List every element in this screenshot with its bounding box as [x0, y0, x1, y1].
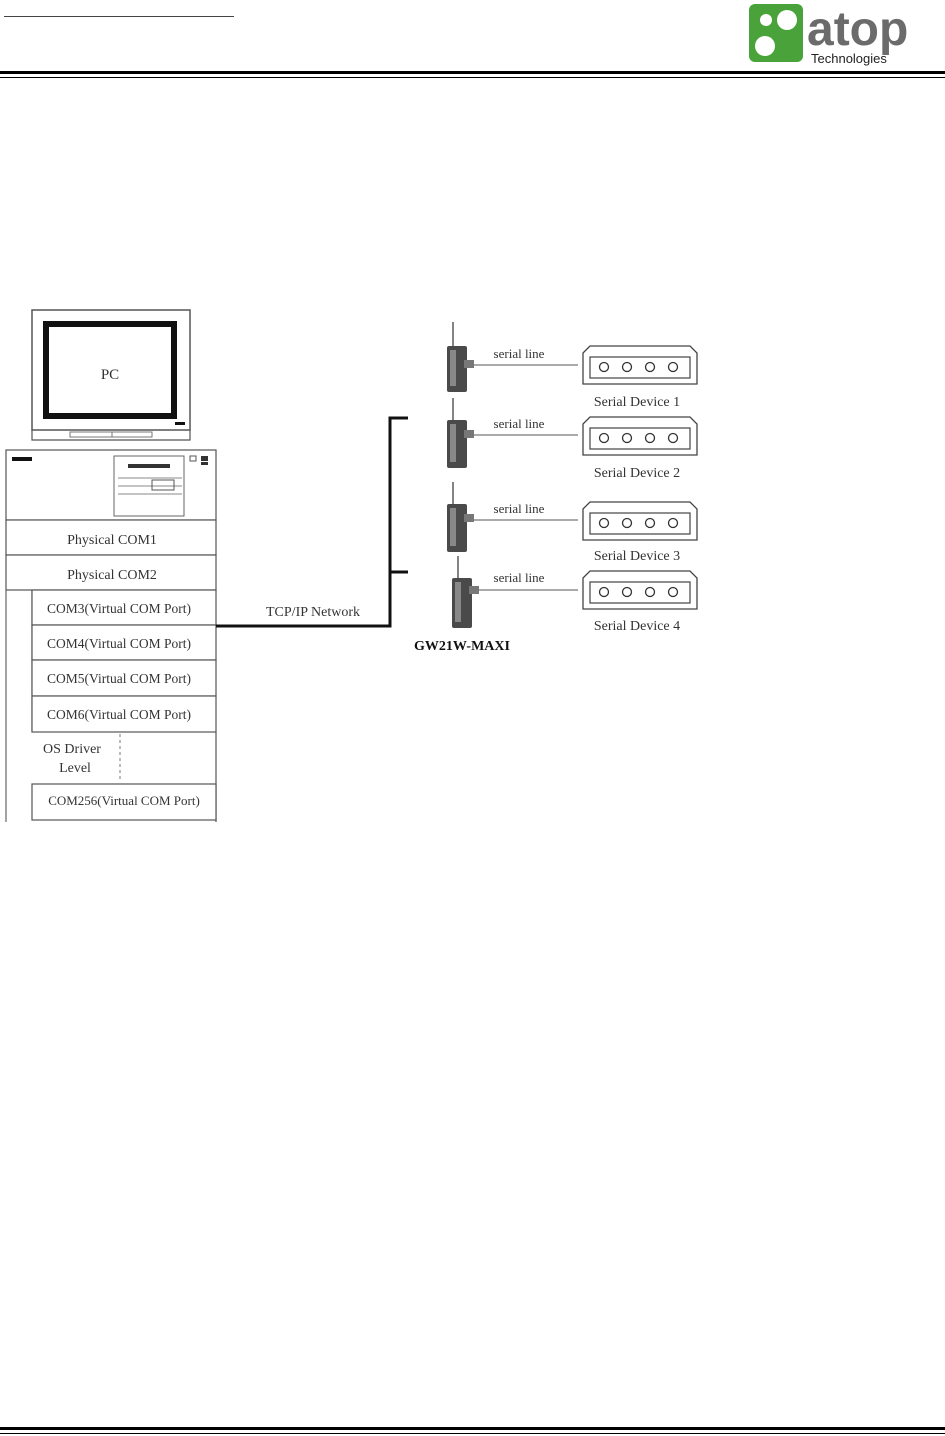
logo-brand-text: atop	[807, 3, 908, 56]
pc-screen-label: PC	[101, 367, 119, 383]
port-com4: COM4(Virtual COM Port)	[47, 636, 191, 651]
atop-logo-icon: atop Technologies	[749, 3, 908, 66]
serial-device-1-label: Serial Device 1	[594, 395, 680, 410]
virtual-com-rows: COM3(Virtual COM Port) COM4(Virtual COM …	[31, 589, 217, 733]
footer-rule-thin	[0, 1433, 945, 1434]
footer-rule-thick	[0, 1427, 945, 1430]
serial-device-4-label: Serial Device 4	[594, 619, 680, 634]
gateway-row-4: serial line Serial Device 4	[452, 556, 698, 634]
port-physical-com2: Physical COM2	[67, 568, 157, 583]
pc-monitor: PC	[31, 309, 191, 441]
port-com5: COM5(Virtual COM Port)	[47, 671, 191, 686]
atop-logo: atop Technologies	[745, 0, 945, 70]
header-short-rule	[4, 16, 234, 17]
network-diagram: PC Physical COM1 Physical COM2 COM3(Virt…	[5, 309, 698, 822]
serial-device-3-label: Serial Device 3	[594, 549, 680, 564]
gateway-row-2: serial line Serial Device 2	[447, 398, 698, 481]
gateway-model-label: GW21W-MAXI	[414, 639, 510, 654]
serial-device-2-label: Serial Device 2	[594, 466, 680, 481]
port-com6: COM6(Virtual COM Port)	[47, 707, 191, 722]
serial-line-label: serial line	[494, 501, 545, 516]
gateway-row-1: serial line Serial Device 1	[447, 322, 698, 410]
serial-line-label: serial line	[494, 346, 545, 361]
port-com256: COM256(Virtual COM Port)	[48, 793, 200, 808]
port-physical-com1: Physical COM1	[67, 533, 157, 548]
os-driver-label-line1: OS Driver	[43, 742, 101, 757]
gateway-row-3: serial line Serial Device 3	[447, 482, 698, 564]
os-driver-area: OS Driver Level COM256(Virtual COM Port)	[31, 732, 217, 822]
physical-com-rows: Physical COM1 Physical COM2	[5, 519, 217, 591]
header-rule-thick	[0, 71, 945, 74]
tcpip-network-bus: TCP/IP Network	[216, 416, 408, 628]
serial-line-label: serial line	[494, 416, 545, 431]
serial-line-label: serial line	[494, 570, 545, 585]
tcpip-network-label: TCP/IP Network	[266, 605, 360, 620]
logo-sub-text: Technologies	[811, 51, 887, 66]
pc-case	[5, 449, 217, 521]
port-com3: COM3(Virtual COM Port)	[47, 601, 191, 616]
os-driver-label-line2: Level	[59, 761, 91, 776]
header-rule-thin	[0, 77, 945, 78]
